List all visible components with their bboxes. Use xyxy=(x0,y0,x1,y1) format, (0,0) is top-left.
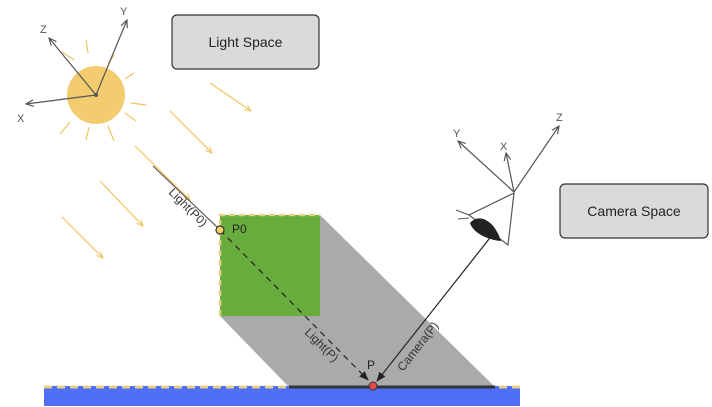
light-p-ray xyxy=(219,229,369,381)
light-y-axis xyxy=(95,20,127,96)
point-p-label: P xyxy=(367,358,375,372)
ground-surface xyxy=(44,386,520,406)
camera-eye-icon xyxy=(455,191,515,247)
light-y-label: Y xyxy=(120,6,128,18)
camera-x-axis xyxy=(506,153,515,193)
point-p0-marker xyxy=(215,225,225,235)
camera-z-axis xyxy=(513,126,559,193)
camera-space-label: Camera Space xyxy=(587,203,681,219)
camera-y-axis xyxy=(458,141,515,193)
light-origin xyxy=(94,93,98,97)
camera-y-label: Y xyxy=(453,128,461,140)
camera-x-label: X xyxy=(500,141,508,153)
ground-plane xyxy=(44,385,520,406)
occluder-cube xyxy=(220,215,320,316)
light-p0-label: Light(P0) xyxy=(166,185,210,229)
light-space-label: Light Space xyxy=(209,34,283,50)
sun-glow-strokes xyxy=(59,39,147,142)
camera-p-ray xyxy=(376,233,494,382)
sun-icon xyxy=(59,39,147,142)
light-z-label: Z xyxy=(40,24,47,36)
light-x-label: X xyxy=(17,113,25,125)
cube-dashed-edge xyxy=(218,213,320,316)
eye-lash xyxy=(455,209,470,216)
sun-ray xyxy=(61,216,103,258)
eye-lash xyxy=(457,217,470,220)
eye-pupil xyxy=(470,218,501,241)
light-x-axis xyxy=(26,94,97,104)
light-z-axis xyxy=(49,38,97,96)
sun-ray xyxy=(209,82,251,111)
point-p0-label: P0 xyxy=(232,222,247,236)
point-p-marker xyxy=(368,381,378,391)
light-space-box: Light Space xyxy=(171,14,320,70)
sun-ray xyxy=(169,110,212,153)
camera-space-axes: Y X Z xyxy=(453,112,563,193)
light-space-box-bg xyxy=(171,14,320,70)
camera-space-box: Camera Space xyxy=(559,183,709,239)
camera-space-box-bg xyxy=(559,183,709,239)
light-space-axes: Y Z X xyxy=(17,6,128,125)
sun-rays xyxy=(61,82,251,258)
sun-ray xyxy=(134,145,190,200)
camera-z-label: Z xyxy=(556,112,563,124)
light-p0-ray xyxy=(152,165,218,228)
sun-ray xyxy=(99,180,143,226)
